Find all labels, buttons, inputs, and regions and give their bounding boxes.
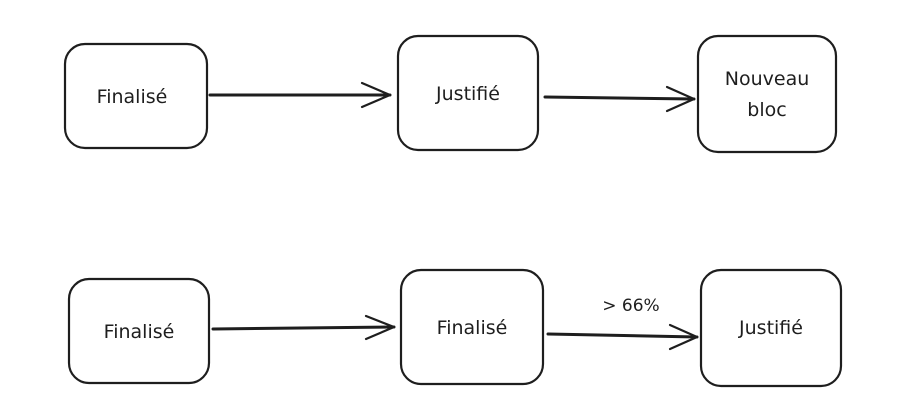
row-1: Finalisé Justifié Nouveau bloc	[63, 34, 838, 154]
node-row1-finalise-label: Finalisé	[97, 86, 168, 108]
node-row2-justifie-label: Justifié	[738, 317, 803, 339]
node-row1-finalise	[63, 42, 209, 150]
node-row1-nouveau-bloc-label-line2: bloc	[747, 99, 786, 121]
edge-row2-finalise-to-justifie	[546, 323, 699, 351]
node-row2-finalise-1-label: Finalisé	[104, 321, 175, 343]
edge-row1-finalise-to-justifie	[208, 81, 392, 109]
node-row1-nouveau-bloc	[696, 34, 838, 154]
edge-row2-threshold-label: > 66%	[602, 296, 659, 316]
node-row2-justifie	[699, 268, 843, 388]
node-row2-finalise-2	[399, 268, 545, 386]
node-row1-justifie-label: Justifié	[435, 83, 500, 105]
row-2: Finalisé Finalisé Justifié > 66%	[67, 268, 843, 388]
node-row1-justifie	[396, 34, 540, 152]
node-row2-finalise-2-label: Finalisé	[437, 317, 508, 339]
edge-row2-finalise-to-finalise	[211, 314, 396, 341]
edge-row1-justifie-to-nouveau-bloc	[543, 85, 696, 113]
node-row2-finalise-1	[67, 277, 211, 385]
node-row1-nouveau-bloc-label-line1: Nouveau	[725, 68, 810, 90]
